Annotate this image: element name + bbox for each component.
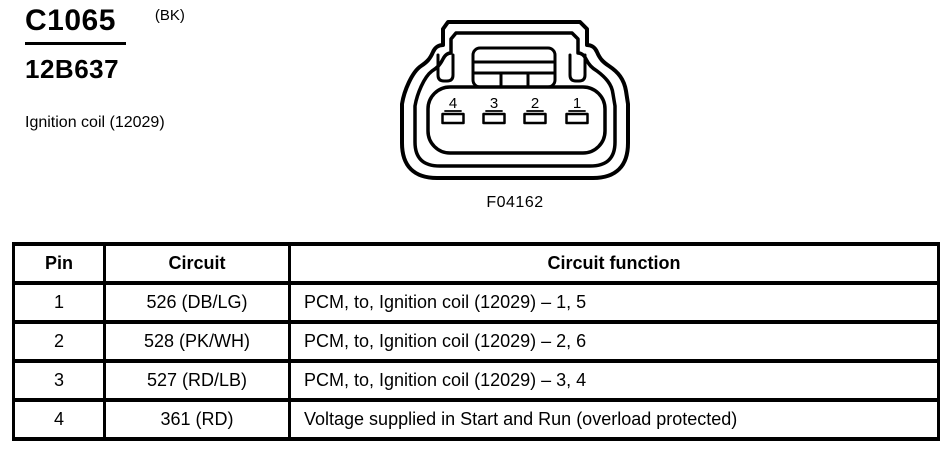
figure-number: F04162 bbox=[486, 194, 544, 211]
circuit-function-cell: Voltage supplied in Start and Run (overl… bbox=[288, 398, 940, 441]
connector-cavity bbox=[426, 85, 607, 155]
table-row: 3 527 (RD/LB) PCM, to, Ignition coil (12… bbox=[12, 359, 940, 402]
pin-terminal-3 bbox=[482, 112, 506, 125]
circuit-cell: 528 (PK/WH) bbox=[103, 320, 291, 363]
pin-terminal-1 bbox=[565, 112, 589, 125]
connector-outer-shell bbox=[400, 20, 630, 180]
column-header-pin: Pin bbox=[12, 242, 106, 285]
column-header-circuit-function: Circuit function bbox=[288, 242, 940, 285]
pin-cell: 1 bbox=[12, 281, 106, 324]
connector-face-svg: 4 3 2 1 bbox=[400, 20, 630, 180]
pin-number-3: 3 bbox=[490, 95, 498, 112]
pin-cell: 2 bbox=[12, 320, 106, 363]
table-row: 2 528 (PK/WH) PCM, to, Ignition coil (12… bbox=[12, 320, 940, 363]
connector-pins: 4 3 2 1 bbox=[441, 95, 589, 125]
column-header-circuit: Circuit bbox=[103, 242, 291, 285]
connector-color-code: (BK) bbox=[154, 7, 185, 24]
table-header-row: Pin Circuit Circuit function bbox=[12, 242, 940, 285]
pin-number-4: 4 bbox=[449, 95, 457, 112]
connector-id-row: C1065 (BK) bbox=[25, 4, 185, 45]
table-row: 1 526 (DB/LG) PCM, to, Ignition coil (12… bbox=[12, 281, 940, 324]
connector-id: C1065 bbox=[25, 4, 126, 45]
component-description: Ignition coil (12029) bbox=[25, 114, 165, 131]
pin-number-2: 2 bbox=[531, 95, 539, 112]
pin-terminal-4 bbox=[441, 112, 465, 125]
connector-diagram: 4 3 2 1 bbox=[388, 6, 640, 186]
circuit-function-cell: PCM, to, Ignition coil (12029) – 1, 5 bbox=[288, 281, 940, 324]
circuit-function-cell: PCM, to, Ignition coil (12029) – 3, 4 bbox=[288, 359, 940, 402]
connector-latch bbox=[471, 46, 557, 89]
pin-cell: 4 bbox=[12, 398, 106, 441]
circuit-cell: 527 (RD/LB) bbox=[103, 359, 291, 402]
pinout-table: Pin Circuit Circuit function 1 526 (DB/L… bbox=[12, 242, 940, 441]
table-row: 4 361 (RD) Voltage supplied in Start and… bbox=[12, 398, 940, 441]
circuit-cell: 526 (DB/LG) bbox=[103, 281, 291, 324]
pin-terminal-2 bbox=[523, 112, 547, 125]
pin-cell: 3 bbox=[12, 359, 106, 402]
part-number: 12B637 bbox=[25, 54, 120, 84]
circuit-function-cell: PCM, to, Ignition coil (12029) – 2, 6 bbox=[288, 320, 940, 363]
circuit-cell: 361 (RD) bbox=[103, 398, 291, 441]
pin-number-1: 1 bbox=[573, 95, 581, 112]
